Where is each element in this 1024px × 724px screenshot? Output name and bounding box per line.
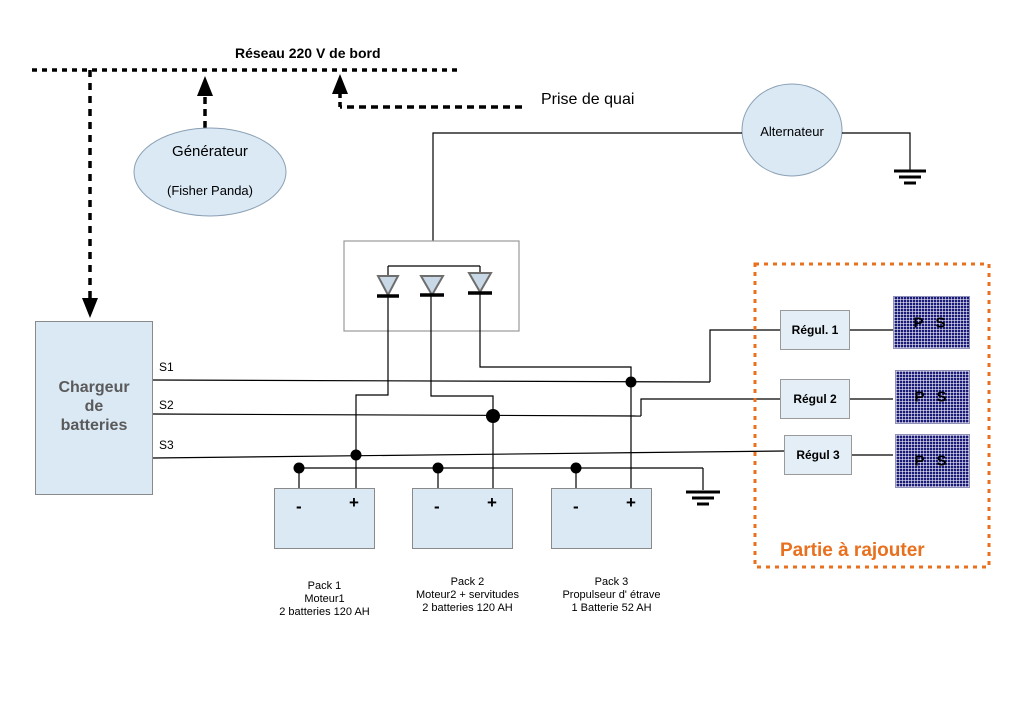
addon-frame [753, 262, 991, 569]
battery-pack-1: - + [274, 488, 375, 549]
s2-wire [152, 413, 642, 417]
output-s2-label: S2 [159, 398, 174, 412]
network-label: Réseau 220 V de bord [235, 45, 381, 61]
shore-label: Prise de quai [541, 91, 635, 108]
pack-title: Pack 3 [594, 576, 629, 588]
solar-panel-label: P S [914, 388, 951, 406]
minus-terminal: - [573, 497, 579, 516]
alternator-name: Alternateur [760, 124, 824, 139]
s1-to-regul1-wire [709, 329, 780, 382]
charger-label-3: batteries [60, 417, 128, 434]
solar-panel-1: P S [893, 296, 970, 349]
pack-3-caption: Pack 3 Propulseur d' étrave 1 Batterie 5… [539, 576, 684, 615]
output-s3-label: S3 [159, 438, 174, 452]
junction-dot [350, 449, 362, 461]
shore-arrow-icon [332, 74, 348, 94]
s2-to-regul2-wire [640, 398, 780, 416]
alternator-ground-icon [894, 169, 926, 185]
charger-label-1: Chargeur [58, 379, 130, 396]
minus-terminal: - [296, 497, 302, 516]
regulator-1: Régul. 1 [780, 310, 850, 350]
regulator-2: Régul 2 [780, 379, 850, 419]
generator-arrow-icon [197, 76, 213, 96]
solar-panel-2: P S [895, 370, 970, 424]
solar-panel-label: P S [914, 452, 951, 470]
plus-terminal: + [349, 493, 359, 512]
s3-wire [152, 450, 785, 459]
pack-title: Pack 1 [307, 580, 342, 592]
battery-pack-3: - + [551, 488, 652, 549]
regulator-3: Régul 3 [784, 435, 852, 475]
pack-title: Pack 2 [450, 576, 485, 588]
addon-label: Partie à rajouter [780, 540, 925, 561]
generator-model: (Fisher Panda) [167, 183, 253, 198]
solar-panel-3: P S [895, 434, 970, 488]
battery-ground-icon [686, 490, 720, 506]
charger-arrow-icon [82, 298, 98, 318]
junction-dot [625, 376, 637, 388]
charger-label-2: de [84, 398, 104, 415]
plus-terminal: + [626, 493, 636, 512]
pack-usage: Moteur1 [304, 593, 345, 605]
alternator-wire [432, 132, 742, 278]
plus-terminal: + [487, 493, 497, 512]
junction-dot [486, 409, 500, 423]
minus-terminal: - [434, 497, 440, 516]
charger-box: Chargeur de batteries [35, 321, 153, 495]
alternator-ground-wire [842, 132, 911, 170]
junction-dot [293, 462, 305, 474]
generator-ellipse [133, 127, 287, 217]
diode-icon [419, 275, 445, 297]
alternator-ellipse [741, 83, 843, 177]
pack-usage: Propulseur d' étrave [562, 589, 661, 601]
pack-capacity: 1 Batterie 52 AH [571, 602, 652, 614]
pack-capacity: 2 batteries 120 AH [279, 606, 370, 618]
junction-dot [432, 462, 444, 474]
solar-panel-label: P S [913, 314, 950, 331]
pack-capacity: 2 batteries 120 AH [422, 602, 513, 614]
battery-pack-2: - + [412, 488, 513, 549]
diode-icon [376, 275, 400, 298]
generator-name: Générateur [172, 143, 248, 160]
junction-dot [570, 462, 582, 474]
pack-usage: Moteur2 + servitudes [415, 589, 520, 601]
output-s1-label: S1 [159, 360, 174, 374]
diode-icon [467, 272, 493, 295]
s1-wire [152, 379, 711, 383]
pack-2-caption: Pack 2 Moteur2 + servitudes 2 batteries … [395, 576, 540, 615]
pack-1-caption: Pack 1 Moteur1 2 batteries 120 AH [252, 580, 397, 619]
diode1-output-wire [355, 297, 389, 455]
diode2-output-wire [430, 296, 494, 488]
diode3-output-wire [479, 294, 632, 488]
